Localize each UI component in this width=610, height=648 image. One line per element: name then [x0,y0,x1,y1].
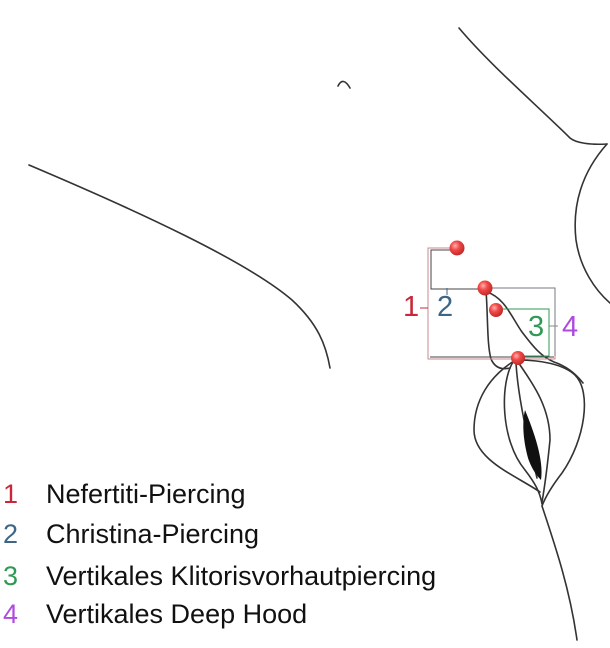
vaginal-opening [523,410,542,480]
label-2-christina: 2 [437,291,454,323]
thigh-outline-left [28,164,331,369]
bracket-nefertiti-inner [430,249,485,290]
piercing-marker-klitorisvorhaut [489,303,503,317]
piercing-marker-christina [477,280,493,296]
legend-number: 3 [3,561,19,591]
inner-labia-left [503,361,543,505]
bracket-klitorisvorhaut [497,308,550,357]
navel-outline [337,80,351,89]
label-1-nefertiti: 1 [403,291,420,323]
thigh-outline-right [574,143,610,304]
bracket-christina [485,287,556,356]
piercing-marker-deep-hood [511,351,525,365]
legend-label: Christina-Piercing [46,519,260,549]
leg-line [541,505,578,641]
legend-number: 4 [3,599,19,629]
hip-outline-right [458,27,608,146]
legend-number: 2 [3,519,19,549]
outer-labia-right [517,359,586,507]
piercing-marker-nefertiti [449,240,465,256]
label-3-klitorisvorhaut: 3 [528,311,545,343]
legend-number: 1 [3,479,19,509]
label-4-deep-hood: 4 [562,311,579,343]
inner-labia-right [517,361,551,503]
outer-labia-left [473,360,541,493]
legend-label: Vertikales Deep Hood [46,599,308,629]
legend-label: Nefertiti-Piercing [46,479,246,509]
legend-label: Vertikales Klitorisvorhautpiercing [46,561,437,591]
